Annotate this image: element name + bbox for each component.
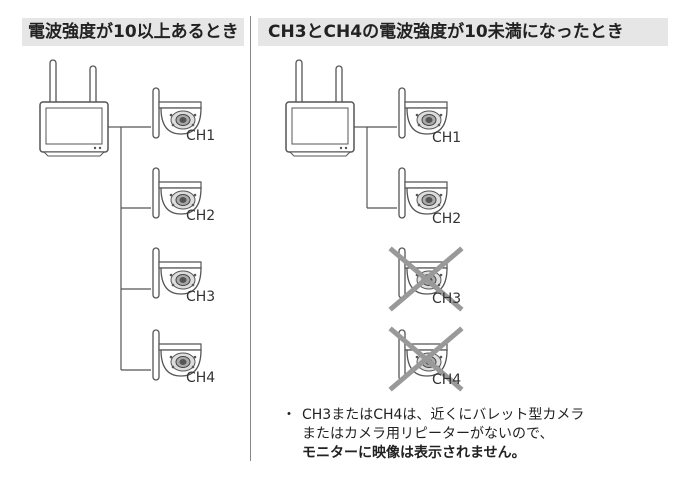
ch-label-left-3: CH3: [186, 289, 216, 305]
panel-divider: [250, 16, 251, 461]
ch-label-left-1: CH1: [186, 128, 216, 144]
monitor-icon-left: [39, 59, 109, 157]
connection-lines-left: [108, 126, 151, 371]
note-line-2: またはカメラ用リピーターがないので、: [302, 426, 554, 442]
monitor-icon-right: [285, 59, 355, 157]
note-line-3: モニターに映像は表示されません。: [302, 445, 526, 461]
ch-label-right-1: CH1: [432, 130, 462, 146]
header-right: CH3とCH4の電波強度が10未満になったとき: [258, 18, 668, 46]
connection-lines-right: [354, 126, 397, 209]
note-text: ・ CH3またはCH4は、近くにバレット型カメラ またはカメラ用リピーターがない…: [282, 406, 677, 463]
ch-label-left-2: CH2: [186, 208, 216, 224]
note-bullet: ・: [282, 407, 296, 423]
ch-label-left-4: CH4: [186, 370, 216, 386]
ch-label-right-2: CH2: [432, 211, 462, 227]
note-line-1: CH3またはCH4は、近くにバレット型カメラ: [302, 407, 585, 423]
ch-label-right-3: CH3: [432, 291, 462, 307]
header-left: 電波強度が10以上あるとき: [22, 18, 244, 46]
ch-label-right-4: CH4: [432, 372, 462, 388]
